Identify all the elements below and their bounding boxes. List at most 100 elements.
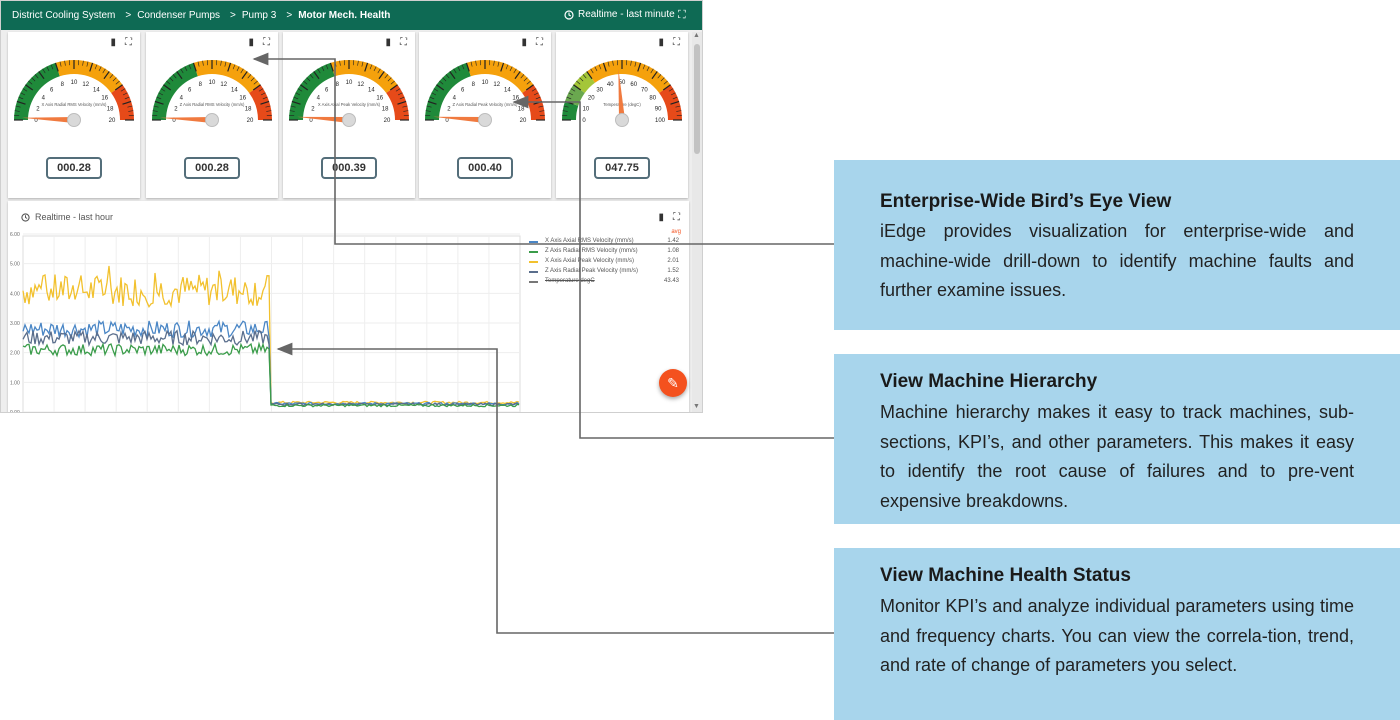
legend-series-name: Z Axis Radial Peak Velocity (mm/s) xyxy=(545,268,639,274)
breadcrumb-item[interactable]: Pump 3 xyxy=(241,10,277,21)
vertical-scrollbar[interactable]: ▲ ▼ xyxy=(692,32,702,412)
info-panel-overview: Enterprise-Wide Bird’s Eye View iEdge pr… xyxy=(834,160,1400,330)
legend-item[interactable]: X Axis Axial RMS Velocity (mm/s)1.42 xyxy=(529,238,681,248)
gauge-tick xyxy=(163,84,172,91)
gauge-tools: ▮⛶ xyxy=(521,37,543,48)
time-range-selector[interactable]: Realtime - last minute xyxy=(564,9,675,20)
gauge-tick xyxy=(20,92,26,96)
panel-title: View Machine Health Status xyxy=(880,565,1131,586)
gauge-tick xyxy=(112,77,117,82)
avg-header: avg xyxy=(671,229,681,235)
gauge-tick-label: 14 xyxy=(231,87,238,93)
gauge-tick xyxy=(124,96,130,100)
gauge-band xyxy=(193,60,261,93)
trend-chart[interactable]: 6.005.004.003.002.001.000.00 xyxy=(1,1,703,413)
gauge-tick xyxy=(114,84,123,91)
legend-item[interactable]: X Axis Axial Peak Velocity (mm/s)2.01 xyxy=(529,258,681,268)
scrollbar-thumb[interactable] xyxy=(694,44,700,154)
legend-item[interactable]: Z Axis Radial RMS Velocity (mm/s)1.08 xyxy=(529,248,681,258)
gauge-tick-label: 16 xyxy=(101,96,108,102)
fullscreen-icon[interactable]: ⛶ xyxy=(263,37,270,48)
gauge-tick xyxy=(188,64,192,70)
gauge-tick xyxy=(59,61,62,67)
gauge-tick xyxy=(15,105,21,108)
fullscreen-icon[interactable]: ⛶ xyxy=(400,37,407,48)
info-panel-health: View Machine Health Status Monitor KPI’s… xyxy=(834,548,1400,720)
gauge-tick xyxy=(98,66,102,72)
fullscreen-icon[interactable]: ⛶ xyxy=(536,37,543,48)
file-export-icon[interactable]: ▮ xyxy=(110,37,116,48)
trend-card-header: Realtime - last hour xyxy=(21,212,113,222)
fullscreen-icon[interactable]: ⛶ xyxy=(673,37,680,48)
gauge-tick xyxy=(127,105,133,108)
legend-series-name: X Axis Axial RMS Velocity (mm/s) xyxy=(545,238,634,244)
gauge-tick xyxy=(169,77,174,82)
legend-avg-value: 2.01 xyxy=(667,258,679,264)
gauge-readout: 000.28 xyxy=(184,157,240,179)
gauge-tick xyxy=(89,62,94,72)
file-export-icon[interactable]: ▮ xyxy=(521,37,527,48)
gauge-tick-label: 18 xyxy=(245,106,252,112)
panel-title: Enterprise-Wide Bird’s Eye View xyxy=(880,191,1172,212)
gauge-tick-label: 10 xyxy=(71,80,78,86)
file-export-icon[interactable]: ▮ xyxy=(385,37,391,48)
gauge-tick-label: 16 xyxy=(239,96,246,102)
legend-avg-value: 43.43 xyxy=(663,278,679,284)
gauge-tick xyxy=(153,105,159,108)
file-export-icon[interactable]: ▮ xyxy=(248,37,254,48)
gauge-tick xyxy=(197,61,200,67)
gauge-tick-label: 4 xyxy=(42,96,46,102)
gauge-tick xyxy=(160,88,166,92)
gauge-tick xyxy=(103,71,110,80)
gauge-tick-label: 2 xyxy=(174,106,178,112)
breadcrumb-item[interactable]: District Cooling System xyxy=(12,10,116,21)
gauge-tick xyxy=(82,60,84,66)
gauge-tick xyxy=(236,66,240,72)
gauge-tick xyxy=(180,68,184,74)
gauge-tick xyxy=(22,88,28,92)
dashboard-window: District Cooling System>Condenser Pumps>… xyxy=(0,0,703,413)
gauge-tick-label: 12 xyxy=(82,82,89,88)
gauge-tick xyxy=(172,74,177,79)
y-tick-label: 2.00 xyxy=(10,351,20,357)
pencil-icon: ✎ xyxy=(667,375,679,391)
scroll-up-arrow[interactable]: ▲ xyxy=(693,32,700,39)
gauge-tick xyxy=(176,71,183,80)
gauge-tick xyxy=(25,84,34,91)
scroll-down-arrow[interactable]: ▼ xyxy=(693,403,700,410)
y-tick-label: 6.00 xyxy=(10,232,20,238)
gauge-tick-label: 10 xyxy=(209,80,216,86)
fullscreen-icon[interactable]: ⛶ xyxy=(678,9,686,21)
gauge-tick xyxy=(38,71,45,80)
panel-body: Monitor KPI’s and analyze individual par… xyxy=(880,596,1354,675)
gauge-tick xyxy=(220,60,222,66)
gauge-readout: 000.28 xyxy=(46,157,102,179)
gauge-tools: ▮⛶ xyxy=(658,37,680,48)
gauge-label: X Axis Radial RMS Velocity (mm/s) xyxy=(42,102,108,107)
fullscreen-icon[interactable]: ⛶ xyxy=(125,37,132,48)
legend-swatch xyxy=(529,271,538,273)
gauge-tick xyxy=(18,96,24,100)
gauge-tick xyxy=(86,61,89,67)
gauge-tick xyxy=(122,100,132,105)
gauge-tick xyxy=(250,77,255,82)
gauge-tick-label: 8 xyxy=(199,82,203,88)
panel-title: View Machine Hierarchy xyxy=(880,371,1098,392)
gauge-tick xyxy=(122,92,128,96)
gauge-tick xyxy=(31,77,36,82)
gauge-tick-label: 0 xyxy=(34,118,38,124)
edit-button[interactable]: ✎ xyxy=(659,369,687,397)
gauge-needle xyxy=(160,117,213,123)
gauge-tick xyxy=(227,62,232,72)
gauge-tick-label: 2 xyxy=(36,106,40,112)
file-export-icon[interactable]: ▮ xyxy=(658,37,664,48)
legend-item[interactable]: Z Axis Radial Peak Velocity (mm/s)1.52 xyxy=(529,268,681,278)
gauge-tick xyxy=(152,110,158,112)
gauge-tick xyxy=(192,62,197,72)
gauge-tick xyxy=(224,61,227,67)
time-range-label: Realtime - last minute xyxy=(578,9,675,20)
gauge-tick xyxy=(120,88,126,92)
breadcrumb-item[interactable]: Condenser Pumps xyxy=(137,10,221,21)
